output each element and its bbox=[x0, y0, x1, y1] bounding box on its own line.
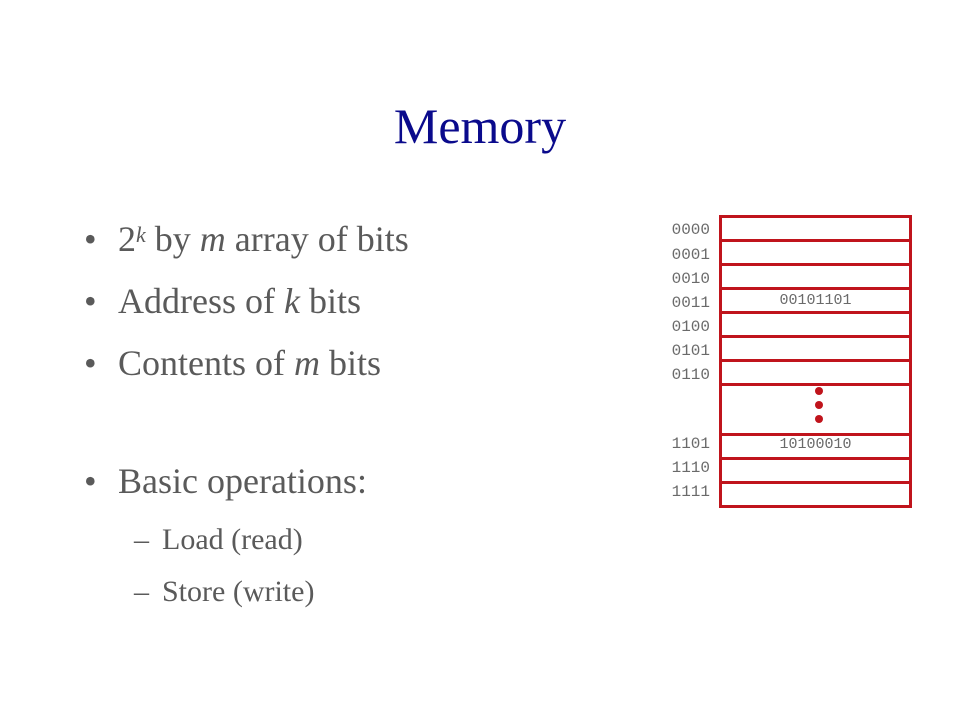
address-label: 0101 bbox=[671, 342, 710, 360]
memory-cell bbox=[719, 335, 912, 362]
text-k: k bbox=[283, 281, 300, 321]
ellipsis-dot bbox=[815, 415, 823, 423]
text-m: m bbox=[294, 343, 320, 383]
cell-value: 00101101 bbox=[779, 292, 852, 309]
memory-cell bbox=[719, 457, 912, 484]
address-label: 1110 bbox=[671, 459, 710, 477]
bullet-marker: • bbox=[84, 281, 97, 321]
bullet-address: • Address of k bits bbox=[84, 280, 409, 322]
cell-value: 10100010 bbox=[779, 436, 852, 453]
ellipsis-dot bbox=[815, 387, 823, 395]
text-operations: Basic operations: bbox=[118, 461, 367, 501]
memory-cell bbox=[719, 359, 912, 386]
bullet-marker: • bbox=[84, 219, 97, 259]
sub-item-load: –Load (read) bbox=[84, 522, 409, 558]
text-m: m bbox=[199, 219, 226, 259]
text-rest: bits bbox=[299, 281, 361, 321]
bullet-contents: • Contents of m bits bbox=[84, 342, 409, 384]
address-label: 0110 bbox=[671, 366, 710, 384]
sub-item-label: Load (read) bbox=[162, 523, 303, 556]
address-label: 0001 bbox=[671, 246, 710, 264]
text-pre: Address of bbox=[118, 281, 284, 321]
bullet-array-size: • 2k by m array of bits bbox=[84, 218, 409, 260]
memory-cell bbox=[719, 215, 912, 242]
address-label: 1111 bbox=[671, 483, 710, 501]
bullet-list: •2k by m array of bits •Address of k bit… bbox=[84, 218, 409, 626]
text-base: 2 bbox=[118, 219, 136, 259]
spacer bbox=[84, 404, 409, 460]
slide-title: Memory bbox=[393, 98, 567, 154]
text-rest: bits bbox=[320, 343, 382, 383]
memory-cell: 00101101 bbox=[719, 287, 912, 314]
bullet-marker: • bbox=[84, 343, 97, 383]
address-label: 0000 bbox=[671, 221, 710, 239]
address-label: 0010 bbox=[671, 270, 710, 288]
dash-marker: – bbox=[134, 523, 149, 556]
memory-cell bbox=[719, 311, 912, 338]
address-label: 0011 bbox=[671, 294, 710, 312]
text-by: by bbox=[145, 219, 200, 259]
bullet-operations: • Basic operations: bbox=[84, 460, 409, 502]
memory-cell bbox=[719, 481, 912, 508]
memory-cell bbox=[719, 263, 912, 290]
text-rest: array of bits bbox=[225, 219, 409, 259]
memory-cell: 10100010 bbox=[719, 433, 912, 460]
bullet-marker: • bbox=[84, 461, 97, 501]
dash-marker: – bbox=[134, 575, 149, 608]
memory-cell bbox=[719, 239, 912, 266]
text-exponent: k bbox=[136, 222, 146, 247]
address-label: 1101 bbox=[671, 435, 710, 453]
ellipsis-dot bbox=[815, 401, 823, 409]
sub-item-store: –Store (write) bbox=[84, 574, 409, 610]
address-label: 0100 bbox=[671, 318, 710, 336]
text-pre: Contents of bbox=[118, 343, 294, 383]
sub-item-label: Store (write) bbox=[162, 575, 315, 608]
